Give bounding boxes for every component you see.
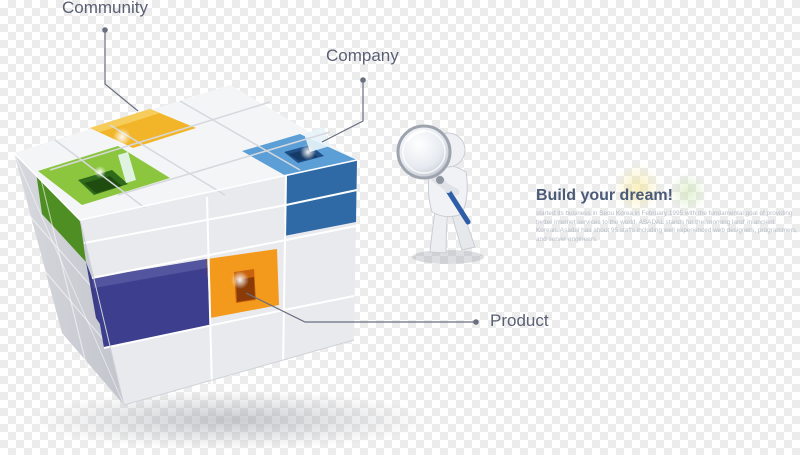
- connector-company: [321, 77, 366, 143]
- sparkle-glow: [231, 271, 249, 289]
- label-community: Community: [62, 0, 148, 17]
- headline: Build your dream!: [536, 187, 673, 204]
- connector-product: [245, 292, 479, 325]
- sparkle-glow: [94, 166, 106, 178]
- body-text: started its business in Seou Korea in Fe…: [536, 210, 798, 243]
- decor-blob-yellow: [614, 164, 662, 212]
- figure-magnifier-icon: [396, 124, 484, 264]
- sparkle-glow: [113, 128, 131, 146]
- label-product: Product: [490, 311, 549, 330]
- decor-blob-green: [668, 172, 708, 212]
- cube-front-face: [79, 160, 358, 406]
- cube-shadow: [30, 390, 430, 450]
- cube-left-face: [13, 152, 125, 406]
- sparkle-glow: [300, 144, 316, 160]
- label-company: Company: [326, 46, 399, 65]
- connector-community: [102, 27, 139, 112]
- block-cube: [13, 85, 358, 406]
